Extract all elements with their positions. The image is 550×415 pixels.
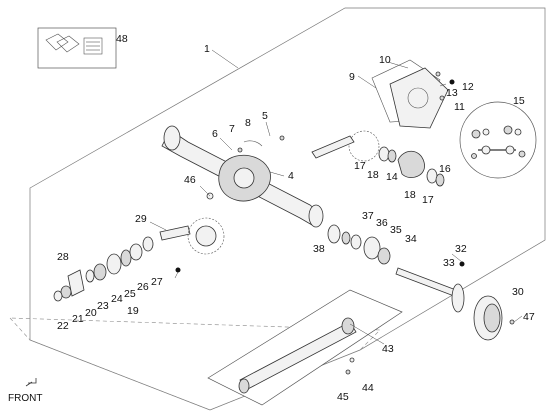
pinion-and-ring-gear bbox=[159, 217, 225, 255]
label-24: 24 bbox=[111, 293, 123, 305]
label-18-lower: 18 bbox=[404, 189, 416, 201]
propeller-shaft bbox=[238, 317, 357, 394]
label-20: 20 bbox=[85, 307, 97, 319]
label-29: 29 bbox=[135, 213, 147, 225]
rear-cover bbox=[371, 59, 449, 129]
gasket-kit-icon bbox=[45, 33, 103, 55]
differential-parts bbox=[311, 130, 445, 187]
label-6: 6 bbox=[212, 128, 218, 140]
label-44: 44 bbox=[362, 382, 374, 394]
gasket-kit-box bbox=[37, 27, 117, 69]
label-34: 34 bbox=[405, 233, 417, 245]
label-15: 15 bbox=[513, 95, 525, 107]
axle-housing bbox=[161, 125, 324, 228]
label-46: 46 bbox=[184, 174, 196, 186]
label-19: 19 bbox=[127, 305, 139, 317]
label-38: 38 bbox=[313, 243, 325, 255]
label-25: 25 bbox=[124, 288, 136, 300]
label-11: 11 bbox=[454, 101, 465, 113]
label-36: 36 bbox=[376, 217, 388, 229]
label-43: 43 bbox=[382, 343, 394, 355]
spider-gear-detail bbox=[459, 101, 537, 179]
label-30: 30 bbox=[512, 286, 524, 298]
label-32: 32 bbox=[455, 243, 467, 255]
label-26: 26 bbox=[137, 281, 149, 293]
label-37: 37 bbox=[362, 210, 374, 222]
label-10: 10 bbox=[379, 54, 391, 66]
label-45: 45 bbox=[337, 391, 349, 403]
label-27: 27 bbox=[151, 276, 163, 288]
label-12: 12 bbox=[462, 81, 474, 93]
part-labels: 1 48 10 9 12 13 11 15 5 8 7 6 4 46 17 18… bbox=[57, 33, 535, 403]
right-axle-bearings bbox=[327, 224, 391, 265]
label-8: 8 bbox=[245, 117, 251, 129]
front-marker: FRONT bbox=[8, 378, 42, 404]
label-13: 13 bbox=[446, 87, 458, 99]
label-22: 22 bbox=[57, 320, 69, 332]
label-35: 35 bbox=[390, 224, 402, 236]
label-17-lower: 17 bbox=[422, 194, 434, 206]
label-7: 7 bbox=[229, 123, 235, 135]
label-9: 9 bbox=[349, 71, 355, 83]
label-23: 23 bbox=[97, 300, 109, 312]
label-17-upper: 17 bbox=[354, 160, 366, 172]
label-33: 33 bbox=[443, 257, 455, 269]
small-fasteners bbox=[175, 79, 465, 273]
label-5: 5 bbox=[262, 110, 268, 122]
label-18-upper: 18 bbox=[367, 169, 379, 181]
label-4: 4 bbox=[288, 170, 294, 182]
label-48: 48 bbox=[116, 33, 128, 45]
front-label: FRONT bbox=[8, 393, 42, 404]
label-21: 21 bbox=[72, 313, 84, 325]
right-halfshaft-drum bbox=[395, 267, 515, 341]
leader-lines bbox=[149, 49, 523, 345]
label-1: 1 bbox=[204, 43, 210, 55]
label-16: 16 bbox=[439, 163, 451, 175]
label-47: 47 bbox=[523, 311, 535, 323]
label-14: 14 bbox=[386, 171, 398, 183]
label-28: 28 bbox=[57, 251, 69, 263]
pinion-bearing-stack bbox=[53, 236, 154, 302]
